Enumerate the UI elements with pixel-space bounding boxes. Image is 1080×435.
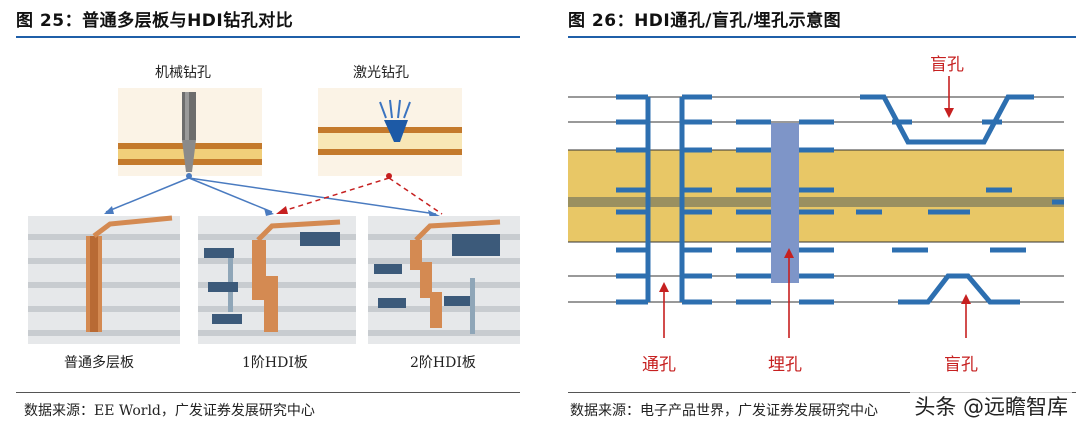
buried-via-column (771, 123, 799, 283)
through-hole-via (616, 94, 712, 305)
drilling-comparison-illustration (28, 88, 520, 344)
bottom-blind-via (892, 209, 1026, 305)
figure-26-panel: 图 26：HDI通孔/盲孔/埋孔示意图 (556, 0, 1080, 435)
first-order-hdi-board (198, 216, 356, 344)
title-rule (568, 36, 1076, 38)
board-label-2nd-hdi: 2阶HDI板 (410, 355, 476, 371)
top-blind-via (860, 94, 1034, 145)
label-blind-via-bottom: 盲孔 (944, 355, 978, 375)
core-board (568, 150, 1064, 242)
ordinary-multilayer-board (28, 215, 180, 344)
label-arrows (663, 76, 967, 338)
second-order-hdi-board (368, 216, 520, 344)
figure-25-panel: 图 25：普通多层板与HDI钻孔对比 (0, 0, 520, 435)
figure-25-source: 数据来源：EE World，广发证券发展研究中心 (24, 403, 315, 419)
label-buried-via: 埋孔 (768, 355, 802, 375)
laser-drill-label: 激光钻孔 (353, 65, 409, 81)
source-rule (16, 392, 520, 393)
right-pads (856, 187, 1064, 215)
board-label-1st-hdi: 1阶HDI板 (242, 355, 308, 371)
figure-26-title: 图 26：HDI通孔/盲孔/埋孔示意图 (568, 11, 842, 31)
hdi-via-diagram (568, 76, 1064, 338)
inner-layer (568, 197, 1064, 207)
laser-drill-diagram (318, 88, 462, 179)
board-label-ordinary: 普通多层板 (64, 355, 134, 371)
title-rule (16, 36, 520, 38)
mechanical-drill-label: 机械钻孔 (155, 65, 211, 81)
figure-25-title: 图 25：普通多层板与HDI钻孔对比 (16, 11, 294, 31)
watermark: 头条 @远瞻智库 (910, 391, 1072, 421)
label-blind-via-top: 盲孔 (930, 55, 964, 75)
label-through-via: 通孔 (642, 355, 676, 375)
mechanical-drill-diagram (118, 88, 262, 179)
figure-26-source: 数据来源：电子产品世界，广发证券发展研究中心 (570, 403, 878, 419)
buried-via-pads (736, 119, 834, 305)
drill-arrows (104, 177, 443, 218)
source-rule (568, 392, 1076, 393)
label-arrowheads (659, 108, 971, 304)
